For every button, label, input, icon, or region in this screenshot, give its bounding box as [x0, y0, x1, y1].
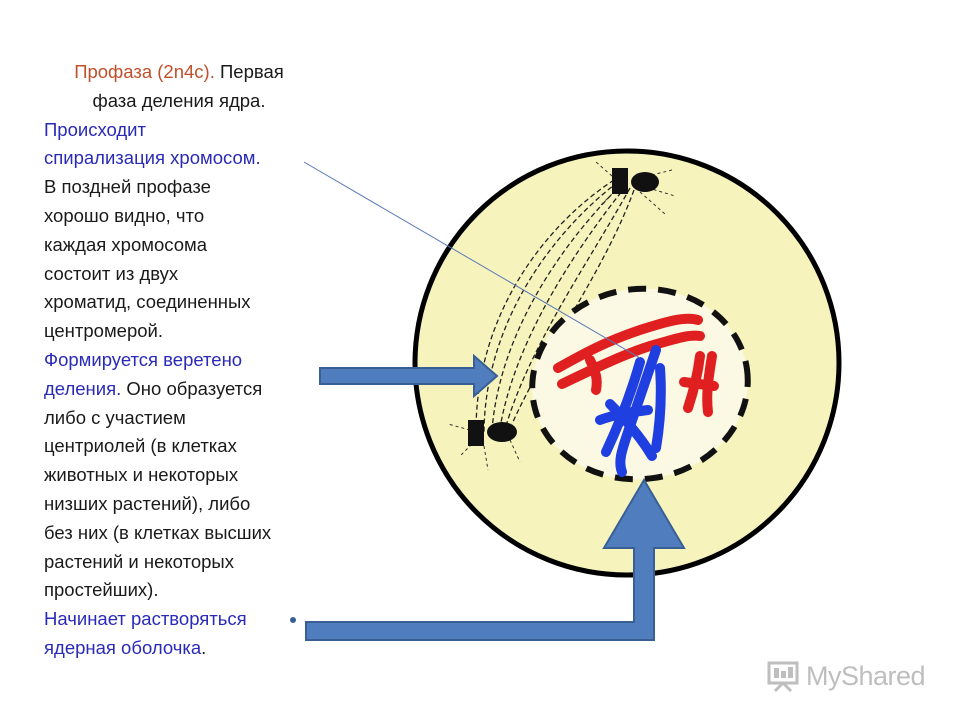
arrow-spindle [319, 353, 499, 399]
p2-line-3: каждая хромосома [44, 233, 207, 255]
p2-line-1: В поздней профазе [44, 176, 211, 198]
p3-line-1: Формируется веретено [44, 348, 243, 370]
title-line-1: Профаза (2n4c). Первая [74, 61, 284, 82]
p2-line-5: хроматид, соединенных [44, 291, 251, 313]
p1-line-1: Происходит [44, 118, 146, 140]
centriole-top [612, 168, 659, 194]
spindle-fibers [475, 179, 635, 435]
watermark-text: MyShared [806, 660, 926, 691]
p1-line-2: спирализация хромосом. [44, 147, 261, 169]
chromosomes-red [553, 313, 719, 417]
p3-line-4: центриолей (в клетках [44, 435, 237, 457]
p3-line-6: низших растений), либо [44, 492, 251, 514]
p2-line-2: хорошо видно, что [44, 204, 205, 226]
p3-line-3: либо с участием [44, 406, 186, 428]
p4-line-1: Начинает растворяться [44, 608, 247, 630]
p2-line-6: центромерой. [44, 320, 164, 342]
p3-line-2: деления. Оно образуется [44, 377, 263, 399]
presentation-board-icon [767, 661, 799, 693]
arrow-nuclear-envelope [305, 478, 686, 641]
description-text: Профаза (2n4c). Первая фаза деления ядра… [44, 58, 324, 663]
astral-rays [447, 161, 676, 471]
dot-icon [290, 617, 296, 623]
p3-line-5: животных и некоторых [44, 464, 239, 486]
title-line-2: фаза деления ядра. [92, 89, 266, 111]
p3-line-9: простейших). [44, 579, 159, 601]
chromosomes-blue [595, 345, 666, 477]
p4-line-2: ядерная оболочка. [44, 636, 207, 658]
pointer-line [303, 161, 641, 359]
watermark: MyShared [766, 656, 926, 696]
p2-line-4: состоит из двух [44, 262, 179, 284]
centriole-bottom [468, 420, 517, 446]
p3-line-8: растений и некоторых [44, 550, 234, 572]
p3-line-7: без них (в клетках высших [44, 521, 272, 543]
